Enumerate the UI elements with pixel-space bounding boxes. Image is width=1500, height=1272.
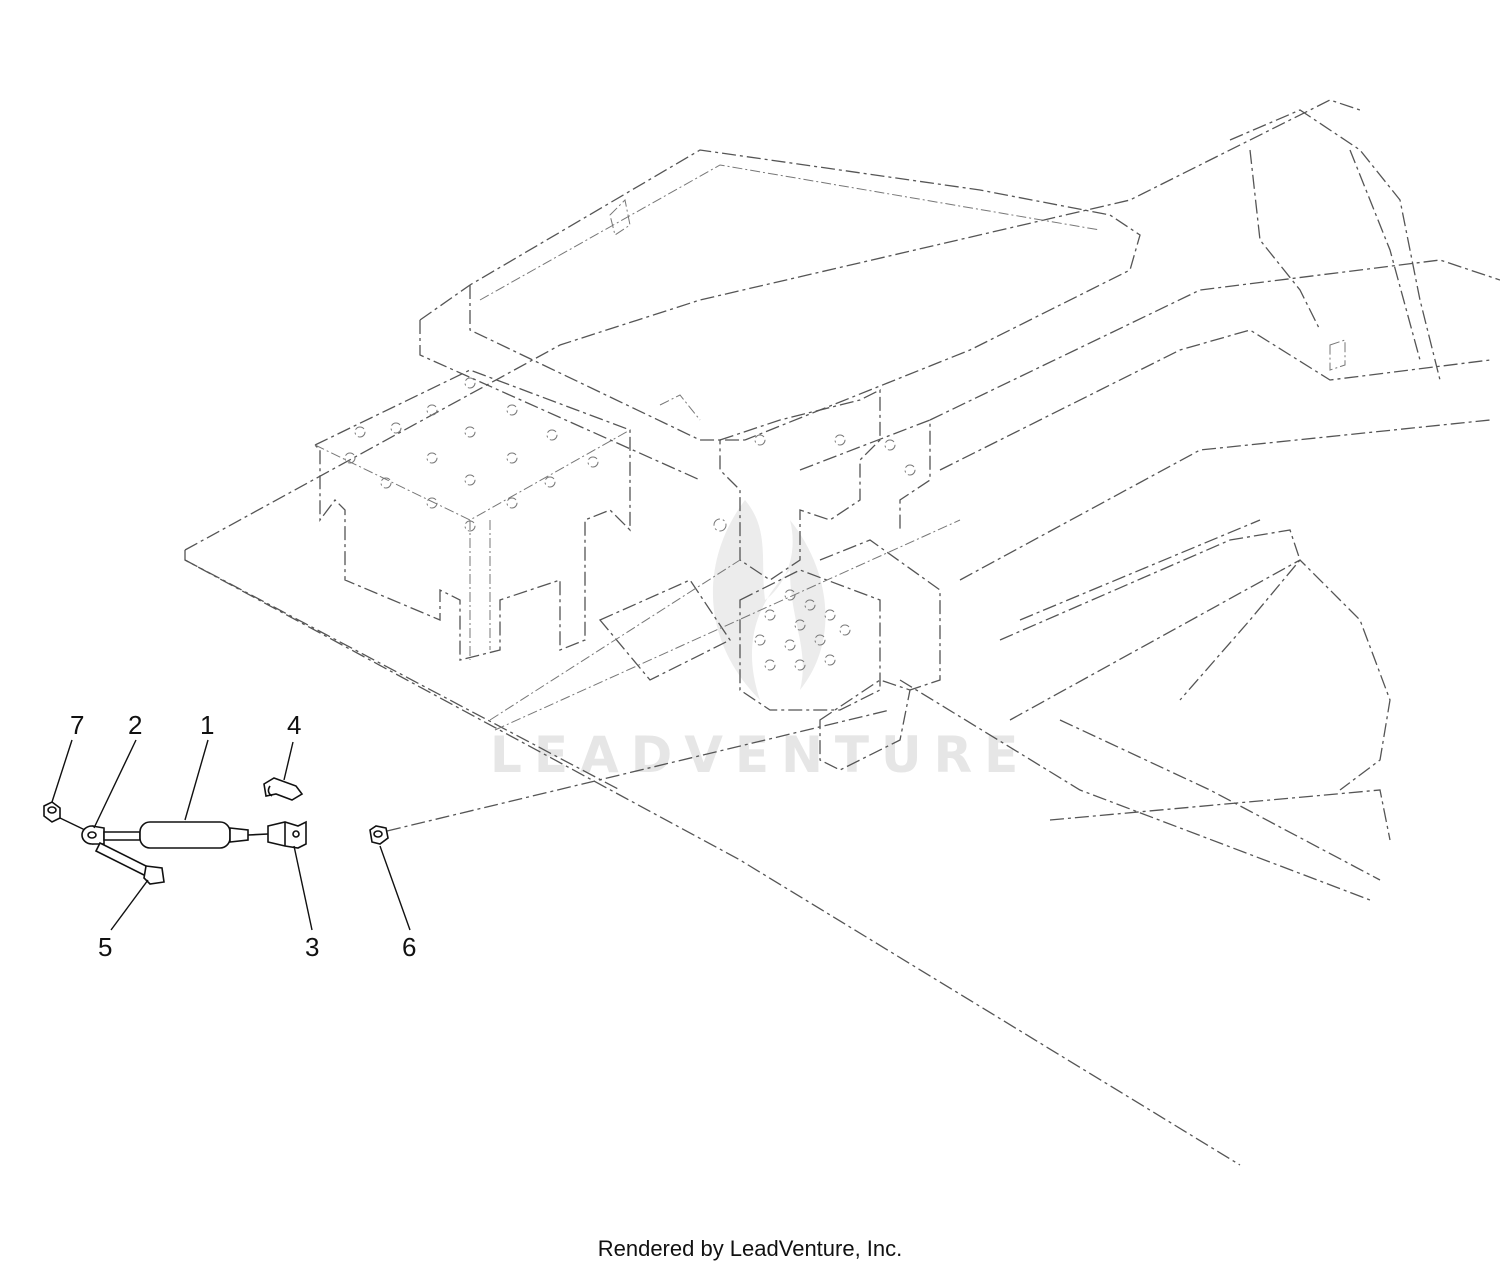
callout-5[interactable]: 5	[98, 932, 112, 962]
part-3-clevis	[267, 820, 307, 849]
callout-7[interactable]: 7	[70, 710, 84, 740]
callout-3[interactable]: 3	[305, 932, 319, 962]
part-6-bushing	[369, 825, 389, 845]
render-credit: Rendered by LeadVenture, Inc.	[597, 1236, 903, 1261]
chassis-frame-phantom	[184, 99, 1500, 1166]
watermark: LEADVENTURE	[490, 500, 1030, 784]
callout-2[interactable]: 2	[128, 710, 142, 740]
part-1-gas-spring	[103, 821, 269, 849]
gas-spring-assembly	[43, 777, 389, 885]
part-7-nut	[43, 801, 61, 823]
callout-leaders	[51, 739, 411, 931]
part-5-bolt	[94, 841, 165, 885]
watermark-flame-icon	[712, 500, 826, 700]
callout-labels: 7 2 1 4 5 3 6	[70, 710, 416, 962]
bracket-holes	[713, 434, 916, 671]
callout-6[interactable]: 6	[402, 932, 416, 962]
watermark-text: LEADVENTURE	[490, 726, 1030, 784]
part-2-spacer	[81, 825, 105, 845]
callout-1[interactable]: 1	[200, 710, 214, 740]
part-4-clip	[263, 777, 304, 801]
foot-rest-studs	[344, 377, 599, 532]
callout-4[interactable]: 4	[287, 710, 301, 740]
